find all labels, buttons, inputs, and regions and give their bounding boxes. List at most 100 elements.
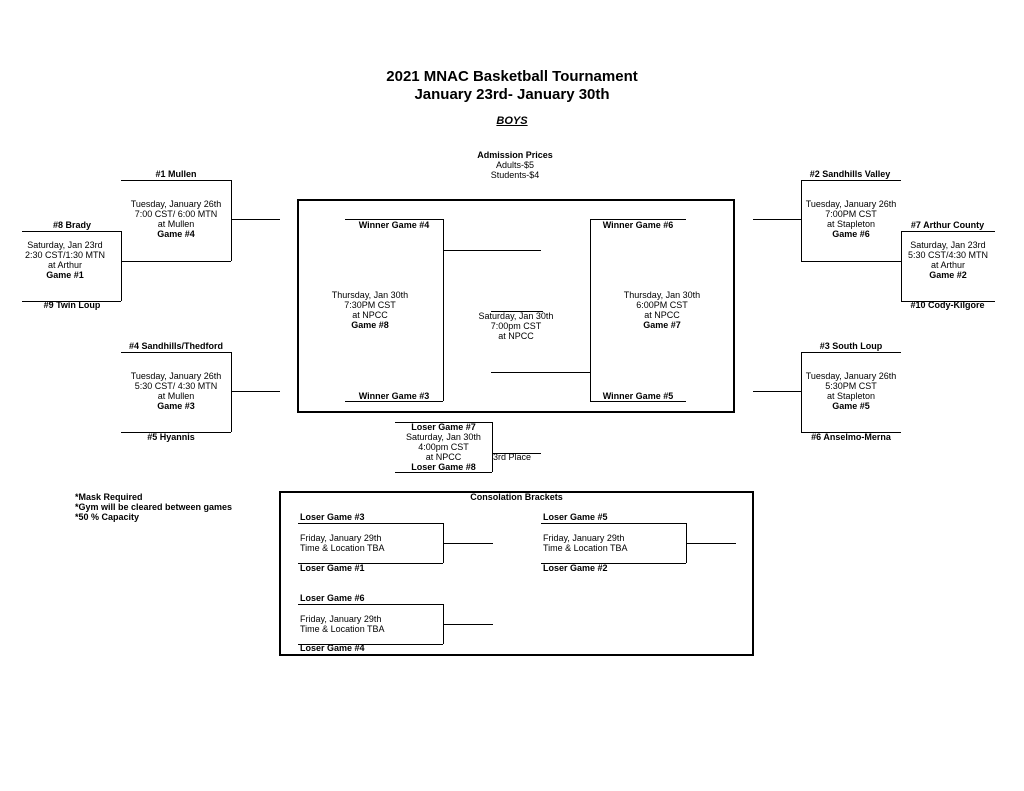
line-g7-out — [491, 372, 590, 373]
line-g3-bottom — [121, 432, 231, 433]
line-g5-top — [801, 352, 901, 353]
game6-date: Tuesday, January 26th — [805, 199, 897, 209]
line-cons-a-bottom — [298, 563, 443, 564]
line-g4-bottom — [121, 261, 231, 262]
team-anselmo-merna: #6 Anselmo-Merna — [811, 432, 891, 442]
line-g1-vert — [121, 231, 122, 301]
winner-game5: Winner Game #5 — [602, 391, 674, 401]
game6-label: Game #6 — [832, 229, 870, 239]
line-g8-bottom — [345, 401, 443, 402]
winner-game4: Winner Game #4 — [358, 220, 430, 230]
game4-label: Game #4 — [157, 229, 195, 239]
note-capacity: *50 % Capacity — [75, 512, 140, 522]
game7-time: 6:00PM CST — [636, 300, 688, 310]
game7-location: at NPCC — [644, 310, 680, 320]
line-g6-vert — [801, 180, 802, 261]
line-cons-a-out — [443, 543, 493, 544]
game7-label: Game #7 — [643, 320, 681, 330]
game1-time: 2:30 CST/1:30 MTN — [24, 250, 106, 260]
third-place-info: Loser Game #7 Saturday, Jan 30th 4:00pm … — [392, 422, 495, 472]
line-3rd-top — [395, 422, 492, 423]
game5-label: Game #5 — [832, 401, 870, 411]
game1-info: Saturday, Jan 23rd 2:30 CST/1:30 MTN at … — [22, 240, 108, 280]
game4-time: 7:00 CST/ 6:00 MTN — [134, 209, 218, 219]
team-twin-loup: #9 Twin Loup — [43, 300, 101, 310]
third-place-label: 3rd Place — [493, 452, 532, 462]
admission-prices: Admission Prices Adults-$5 Students-$4 — [440, 150, 590, 180]
game4-info: Tuesday, January 26th 7:00 CST/ 6:00 MTN… — [121, 199, 231, 239]
line-cons-b-bottom — [541, 563, 686, 564]
third-loser7: Loser Game #7 — [411, 422, 476, 432]
line-g3-out — [231, 391, 280, 392]
line-3rd-out — [492, 453, 541, 454]
line-g3-vert — [231, 352, 232, 432]
line-cons-c-bottom — [298, 644, 443, 645]
game6-info: Tuesday, January 26th 7:00PM CST at Stap… — [801, 199, 901, 239]
game2-date: Saturday, Jan 23rd — [910, 240, 986, 250]
game3-date: Tuesday, January 26th — [130, 371, 222, 381]
game8-location: at NPCC — [352, 310, 388, 320]
cons-a-bottom: Loser Game #1 — [300, 563, 365, 573]
game8-date: Thursday, Jan 30th — [331, 290, 409, 300]
game5-time: 5:30PM CST — [825, 381, 877, 391]
line-final — [491, 311, 543, 312]
third-time: 4:00pm CST — [418, 442, 469, 452]
game2-location: at Arthur — [930, 260, 966, 270]
line-3rd-bottom — [395, 472, 492, 473]
cons-a-top: Loser Game #3 — [300, 512, 365, 522]
game7-info: Thursday, Jan 30th 6:00PM CST at NPCC Ga… — [602, 290, 722, 330]
cons-b-date: Friday, January 29th — [543, 533, 625, 543]
team-brady: #8 Brady — [52, 220, 92, 230]
game3-info: Tuesday, January 26th 5:30 CST/ 4:30 MTN… — [121, 371, 231, 411]
game3-label: Game #3 — [157, 401, 195, 411]
game6-time: 7:00PM CST — [825, 209, 877, 219]
line-g6-top — [801, 180, 901, 181]
final-info: Saturday, Jan 30th 7:00pm CST at NPCC — [456, 311, 576, 341]
game1-date: Saturday, Jan 23rd — [27, 240, 103, 250]
game4-location: at Mullen — [157, 219, 195, 229]
game2-label: Game #2 — [929, 270, 967, 280]
game2-time: 5:30 CST/4:30 MTN — [907, 250, 989, 260]
team-mullen: #1 Mullen — [155, 169, 197, 179]
line-g6-out — [753, 219, 801, 220]
game5-date: Tuesday, January 26th — [805, 371, 897, 381]
cons-b-top: Loser Game #5 — [543, 512, 608, 522]
line-cons-c-top — [298, 604, 443, 605]
team-arthur-county: #7 Arthur County — [910, 220, 985, 230]
line-g7-vert — [590, 219, 591, 401]
third-date: Saturday, Jan 30th — [406, 432, 481, 442]
finals-box — [297, 199, 735, 413]
note-gym: *Gym will be cleared between games — [75, 502, 233, 512]
game7-date: Thursday, Jan 30th — [623, 290, 701, 300]
line-g4-vert — [231, 180, 232, 261]
title-line2: January 23rd- January 30th — [414, 86, 610, 103]
game5-location: at Stapleton — [826, 391, 876, 401]
game8-time: 7:30PM CST — [344, 300, 396, 310]
line-cons-c-out — [443, 624, 493, 625]
winner-game6: Winner Game #6 — [602, 220, 674, 230]
cons-b-time: Time & Location TBA — [543, 543, 628, 553]
game4-date: Tuesday, January 26th — [130, 199, 222, 209]
line-g6-bottom — [801, 261, 901, 262]
title-line1: 2021 MNAC Basketball Tournament — [386, 68, 638, 85]
final-time: 7:00pm CST — [490, 321, 542, 331]
line-g8-out — [443, 250, 541, 251]
cons-c-top: Loser Game #6 — [300, 593, 365, 603]
line-cons-a-top — [298, 523, 443, 524]
cons-a-date: Friday, January 29th — [300, 533, 382, 543]
game8-label: Game #8 — [351, 320, 389, 330]
division-label: BOYS — [496, 115, 528, 127]
game1-location: at Arthur — [47, 260, 83, 270]
line-g2-vert — [901, 231, 902, 301]
team-sandhills-valley: #2 Sandhills Valley — [809, 169, 891, 179]
line-g1-top — [22, 231, 121, 232]
game2-info: Saturday, Jan 23rd 5:30 CST/4:30 MTN at … — [904, 240, 992, 280]
admission-students: Students-$4 — [490, 170, 540, 180]
cons-b-bottom: Loser Game #2 — [543, 563, 608, 573]
admission-heading: Admission Prices — [477, 150, 553, 160]
line-g8-vert — [443, 219, 444, 401]
line-g7-top — [590, 219, 686, 220]
note-mask: *Mask Required — [75, 492, 143, 502]
cons-a-time: Time & Location TBA — [300, 543, 385, 553]
